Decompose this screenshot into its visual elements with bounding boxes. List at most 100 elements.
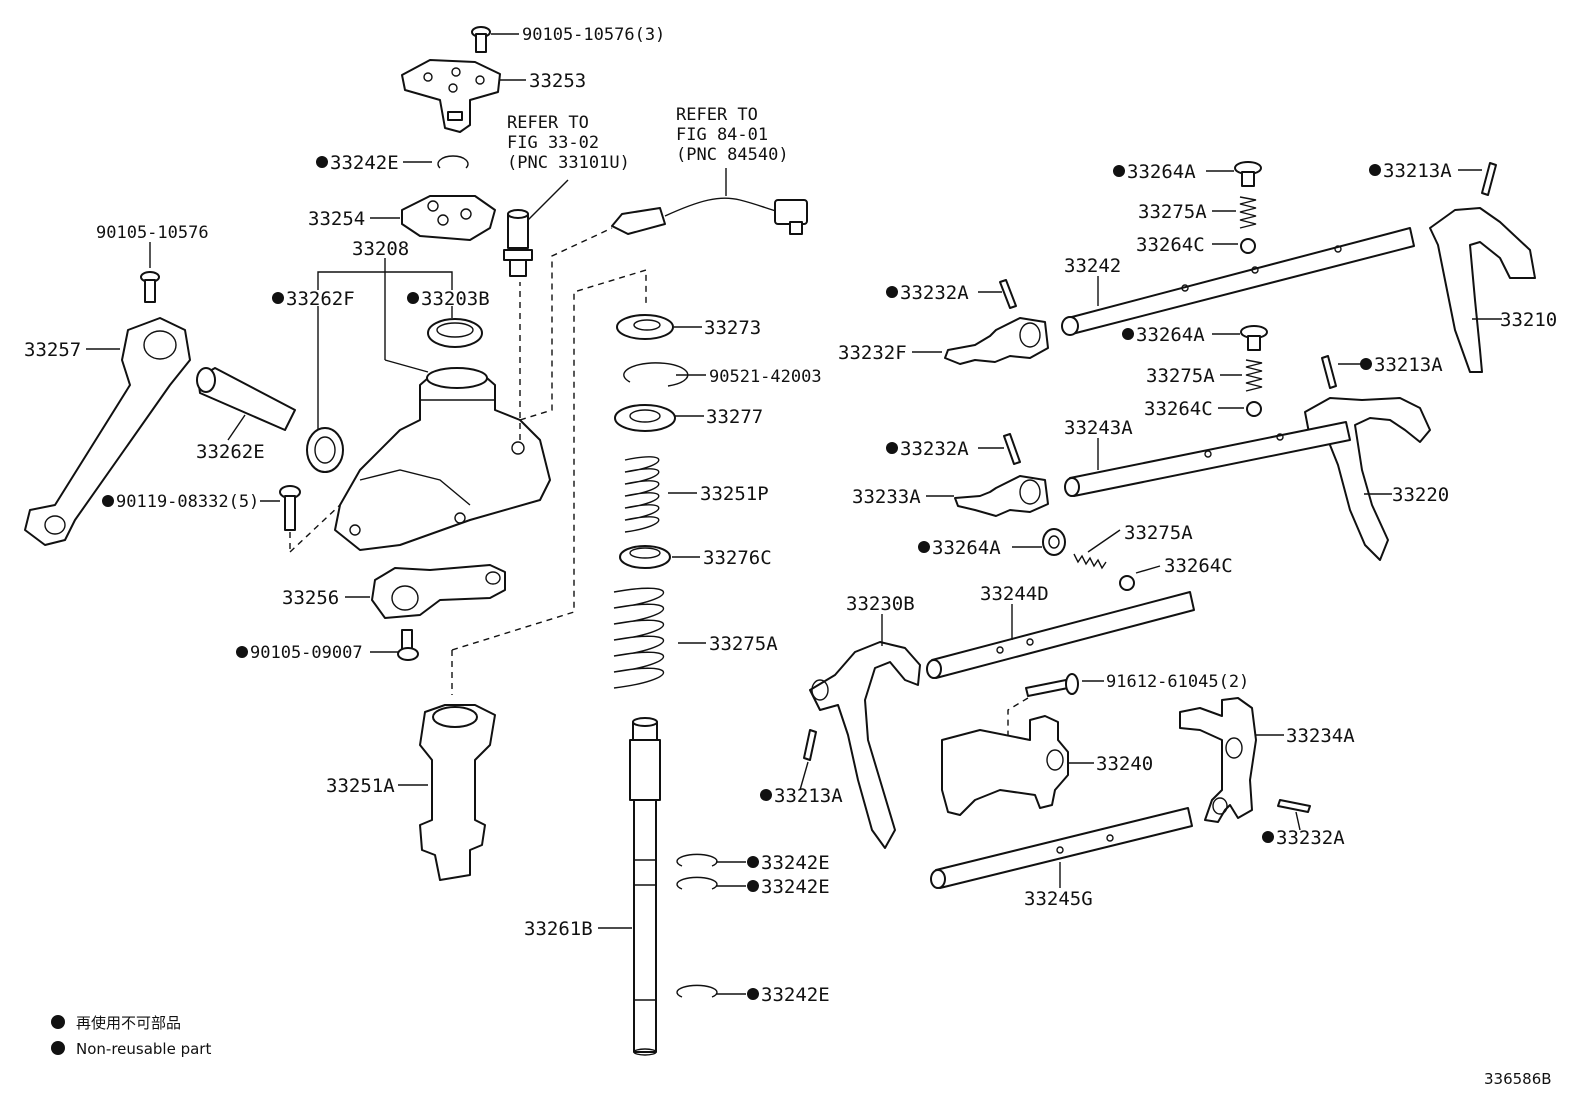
plug-33264A-3 [1042,528,1066,556]
pin-33213A-1 [1481,162,1497,196]
label-33276C: 33276C [703,547,772,569]
label-33210: 33210 [1500,309,1557,331]
label-33240: 33240 [1096,753,1153,775]
non-reusable-mark [918,541,930,553]
selector-33251A [419,704,496,881]
pin-33232A-3 [1277,799,1311,813]
non-reusable-mark [236,646,248,658]
non-reusable-mark [760,789,772,801]
housing-33208 [334,367,551,551]
shaft-33262E [196,367,296,431]
block-33240 [941,715,1069,816]
snap-ring-33242E-3 [676,984,718,998]
label-33232A-3: 33232A [1276,827,1345,849]
oil-seal-33203B [427,318,483,348]
label-33275A-2: 33275A [1146,365,1215,387]
label-33208: 33208 [352,238,409,260]
label-33254: 33254 [308,208,365,230]
label-90105-10576: 90105-10576 [96,223,209,243]
non-reusable-mark [1113,165,1125,177]
label-90119-08332-5: 90119-08332(5) [116,492,259,512]
label-33242E-1: 33242E [761,852,830,874]
non-reusable-mark [1122,328,1134,340]
lever-33257 [24,317,191,546]
label-33232A-1: 33232A [900,282,969,304]
legend: 再使用不可部品 Non-reusable part [51,1014,211,1058]
spring-33251P [624,456,660,533]
label-90105-10576-3: 90105-10576(3) [522,25,665,45]
non-reusable-mark [1369,164,1381,176]
plug-33264A-2 [1240,325,1268,351]
spring-33275A-3 [1073,553,1107,570]
refer-part-84540 [611,197,808,235]
non-reusable-mark [102,495,114,507]
label-33275A-center: 33275A [709,633,778,655]
non-reusable-mark [272,292,284,304]
label-33264A-3: 33264A [932,537,1001,559]
non-reusable-mark [1262,831,1274,843]
label-33230B: 33230B [846,593,915,615]
label-33245G: 33245G [1024,888,1093,910]
fork-33230B [809,641,921,849]
shaft-33261B [629,717,661,1056]
bolt-91612-61045 [1025,673,1079,697]
label-33213A-1: 33213A [1383,160,1452,182]
bolt-90105-10576-top [471,26,491,53]
label-33242E-3: 33242E [761,984,830,1006]
ball-33264C-2 [1246,401,1262,417]
rod-33244D [926,591,1195,679]
legend-dot-1 [51,1015,65,1029]
label-33244D: 33244D [980,583,1049,605]
label-33275A-3: 33275A [1124,522,1193,544]
label-33261B: 33261B [524,918,593,940]
non-reusable-mark [316,156,328,168]
label-33243A: 33243A [1064,417,1133,439]
bolt-90105-10576 [140,271,160,303]
label-33262F: 33262F [286,288,355,310]
non-reusable-mark [1360,358,1372,370]
label-33213A-2: 33213A [1374,354,1443,376]
fork-33210 [1429,207,1536,373]
refer-note-2-line-1: REFER TO [676,105,758,125]
snap-ring-90521-42003 [623,362,689,387]
non-reusable-mark [886,286,898,298]
label-33273: 33273 [704,317,761,339]
refer-part-33101U [503,209,533,277]
snap-ring-33242E-2 [676,876,718,890]
label-33203B: 33203B [421,288,490,310]
label-33264A-2: 33264A [1136,324,1205,346]
retainer-33277 [614,404,676,432]
label-91612-61045-2: 91612-61045(2) [1106,672,1249,692]
ball-33264C-3 [1119,575,1135,591]
non-reusable-mark [407,292,419,304]
bracket-33253 [401,59,501,133]
label-33264C-1: 33264C [1136,234,1205,256]
pin-33232A-2 [1003,433,1021,465]
bolt-90119-08332 [279,485,301,531]
diagram-code: 336586B [1484,1070,1552,1088]
label-33213A-3: 33213A [774,785,843,807]
label-33242E-top: 33242E [330,152,399,174]
label-90521-42003: 90521-42003 [709,367,822,387]
pin-33232A-1 [999,279,1017,309]
oil-seal-33262F [306,427,344,473]
washer-33273 [616,314,674,340]
spring-33275A-2 [1245,359,1263,392]
label-33275A-1: 33275A [1138,201,1207,223]
lever-33232F [944,317,1049,365]
fork-33220 [1304,397,1431,561]
pin-33213A-2 [1321,355,1337,389]
ball-33264C-1 [1240,238,1256,254]
refer-note-2-line-3: (PNC 84540) [676,145,789,165]
label-33251A: 33251A [326,775,395,797]
refer-note-1-line-2: FIG 33-02 [507,133,599,153]
label-33242E-2: 33242E [761,876,830,898]
label-33220: 33220 [1392,484,1449,506]
label-33264A-1: 33264A [1127,161,1196,183]
label-33256: 33256 [282,587,339,609]
label-33232A-2: 33232A [900,438,969,460]
non-reusable-mark [747,880,759,892]
bolt-90105-09007 [397,629,419,661]
label-33264C-2: 33264C [1144,398,1213,420]
